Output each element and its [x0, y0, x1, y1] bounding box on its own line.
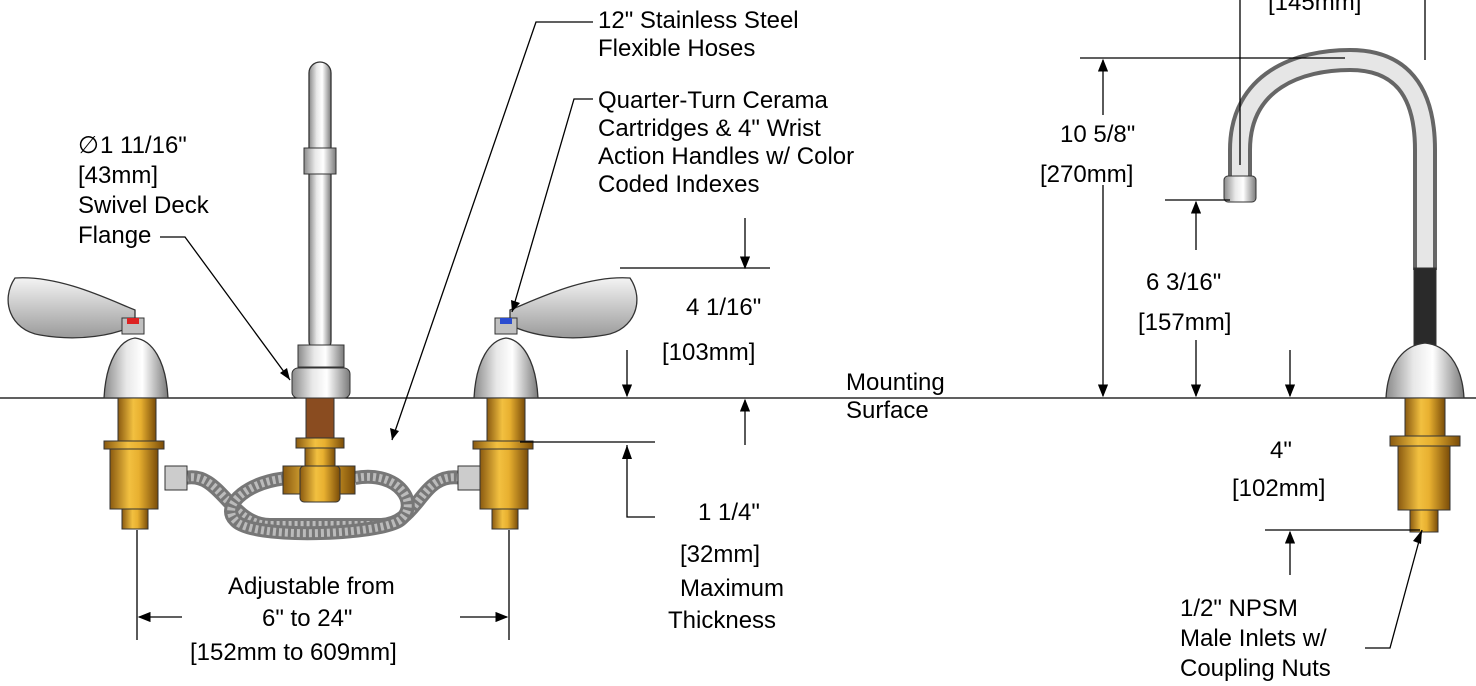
shank-mm: [102mm] — [1232, 475, 1325, 502]
flange-name-1: Swivel Deck — [78, 192, 210, 219]
hoses-label-2: Flexible Hoses — [598, 35, 755, 62]
right-valve — [472, 277, 638, 530]
adjustable-label-2: 6" to 24" — [262, 605, 352, 632]
mounting-label-2: Surface — [846, 397, 929, 424]
flange-name-2: Flange — [78, 222, 151, 249]
dimension-lines — [136, 0, 1426, 649]
mounting-label-1: Mounting — [846, 369, 945, 396]
labels: [145mm] 12" Stainless Steel Flexible Hos… — [78, 0, 1361, 682]
diameter-symbol: ∅ — [78, 132, 99, 159]
cartridge-label-3: Action Handles w/ Color — [598, 143, 854, 170]
cartridge-label-1: Quarter-Turn Cerama — [598, 87, 828, 114]
spout-height-in: 10 5/8" — [1060, 121, 1135, 148]
handle-height-in: 4 1/16" — [686, 294, 761, 321]
adjustable-label-3: [152mm to 609mm] — [190, 639, 397, 666]
spout-height-mm: [270mm] — [1040, 161, 1133, 188]
shank-in: 4" — [1270, 437, 1292, 464]
cartridge-label-4: Coded Indexes — [598, 171, 759, 198]
thickness-name-2: Thickness — [668, 607, 776, 634]
side-view-spout — [1223, 47, 1465, 533]
left-valve — [7, 277, 169, 530]
center-spout — [291, 61, 351, 467]
adjustable-label-1: Adjustable from — [228, 573, 395, 600]
thickness-in: 1 1/4" — [698, 499, 760, 526]
spout-clearance-in: 6 3/16" — [1146, 269, 1221, 296]
spout-clearance-mm: [157mm] — [1138, 309, 1231, 336]
inlet-label-1: 1/2" NPSM — [1180, 595, 1298, 622]
handle-height-mm: [103mm] — [662, 339, 755, 366]
flange-diameter-label: 1 11/16" — [100, 132, 187, 159]
hoses-label-1: 12" Stainless Steel — [598, 7, 799, 34]
cartridge-label-2: Cartridges & 4" Wrist — [598, 115, 821, 142]
thickness-mm: [32mm] — [680, 541, 760, 568]
flange-mm-label: [43mm] — [78, 162, 158, 189]
flexible-hoses — [164, 465, 481, 541]
reach-mm-label: [145mm] — [1268, 0, 1361, 16]
inlet-label-3: Coupling Nuts — [1180, 655, 1331, 682]
inlet-label-2: Male Inlets w/ — [1180, 625, 1327, 652]
thickness-name-1: Maximum — [680, 575, 784, 602]
